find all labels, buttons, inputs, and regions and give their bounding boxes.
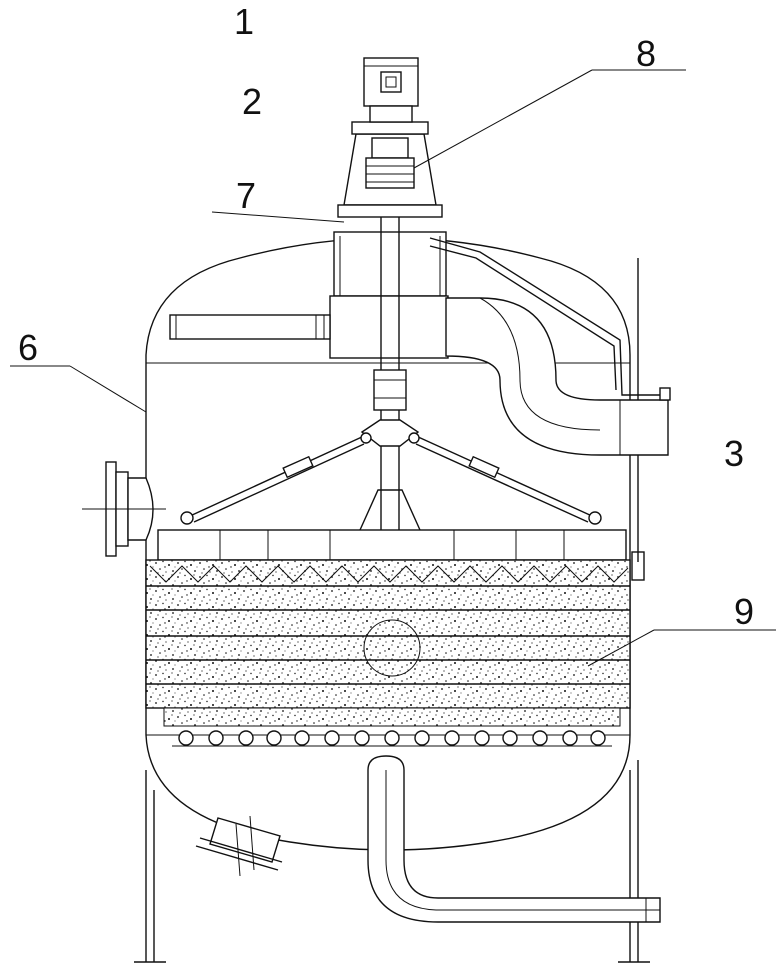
top-nozzle [329, 231, 449, 359]
label-6: 6 [18, 327, 38, 368]
underdrain-nozzles [172, 730, 612, 747]
label-8: 8 [636, 33, 656, 74]
filter-media-bed [145, 559, 631, 727]
leader-lines [10, 69, 776, 667]
motor [363, 57, 419, 123]
distributor-plate [157, 529, 645, 581]
drain-nozzle [195, 815, 283, 877]
outlet-elbow-pipe [445, 297, 669, 456]
bottom-outlet-pipe [367, 755, 661, 923]
tie-rods [180, 419, 602, 531]
label-3: 3 [724, 433, 744, 474]
label-2: 2 [242, 81, 262, 122]
drive-bracket [337, 121, 443, 218]
label-7: 7 [236, 175, 256, 216]
label-9: 9 [734, 591, 754, 632]
left-flange [82, 461, 166, 557]
inner-inlet-pipe [169, 314, 331, 340]
side-tube [429, 237, 671, 401]
label-1: 1 [234, 1, 254, 42]
